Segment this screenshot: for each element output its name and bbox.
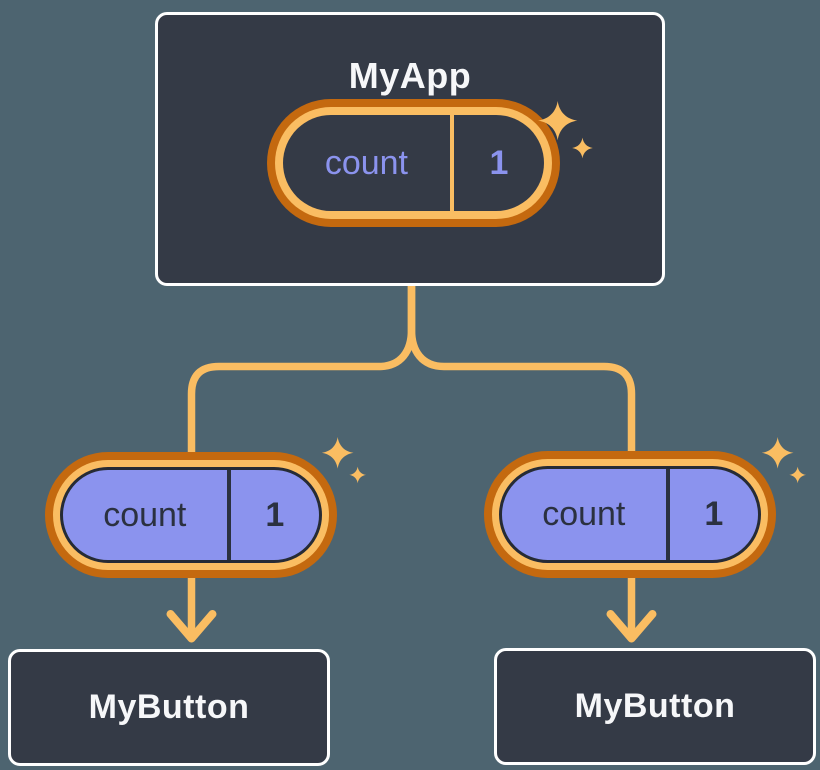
arrow-down-icon bbox=[606, 610, 657, 643]
component-card-mybutton: MyButton bbox=[494, 648, 816, 765]
prop-name-label: count bbox=[542, 495, 626, 533]
pill-divider bbox=[449, 115, 454, 211]
component-title: MyButton bbox=[574, 687, 736, 725]
state-pill-body: count 1 bbox=[283, 115, 544, 211]
component-title: MyButton bbox=[88, 688, 250, 726]
prop-pill: count 1 bbox=[484, 451, 776, 578]
sparkle-icon bbox=[537, 101, 599, 163]
prop-pill-ring: count 1 bbox=[492, 459, 768, 570]
arrow-down-icon bbox=[166, 610, 217, 643]
state-name-label: count bbox=[324, 143, 408, 182]
prop-pill-body: count 1 bbox=[60, 467, 322, 563]
sparkle-icon bbox=[761, 437, 811, 487]
pill-divider bbox=[665, 469, 670, 560]
prop-pill: count 1 bbox=[45, 452, 337, 578]
connector-right-branch bbox=[407, 276, 636, 637]
prop-value-label: 1 bbox=[704, 495, 724, 533]
state-value-label: 1 bbox=[489, 143, 509, 182]
component-title: MyApp bbox=[348, 55, 472, 96]
prop-pill-ring: count 1 bbox=[53, 460, 329, 570]
pill-divider bbox=[226, 470, 231, 560]
prop-value-label: 1 bbox=[265, 495, 285, 534]
prop-name-label: count bbox=[103, 495, 187, 534]
prop-pill-body: count 1 bbox=[499, 466, 761, 563]
sparkle-icon bbox=[321, 437, 371, 487]
state-pill-ring: count 1 bbox=[275, 107, 552, 219]
component-card-mybutton: MyButton bbox=[8, 649, 330, 766]
state-pill: count 1 bbox=[267, 99, 560, 227]
